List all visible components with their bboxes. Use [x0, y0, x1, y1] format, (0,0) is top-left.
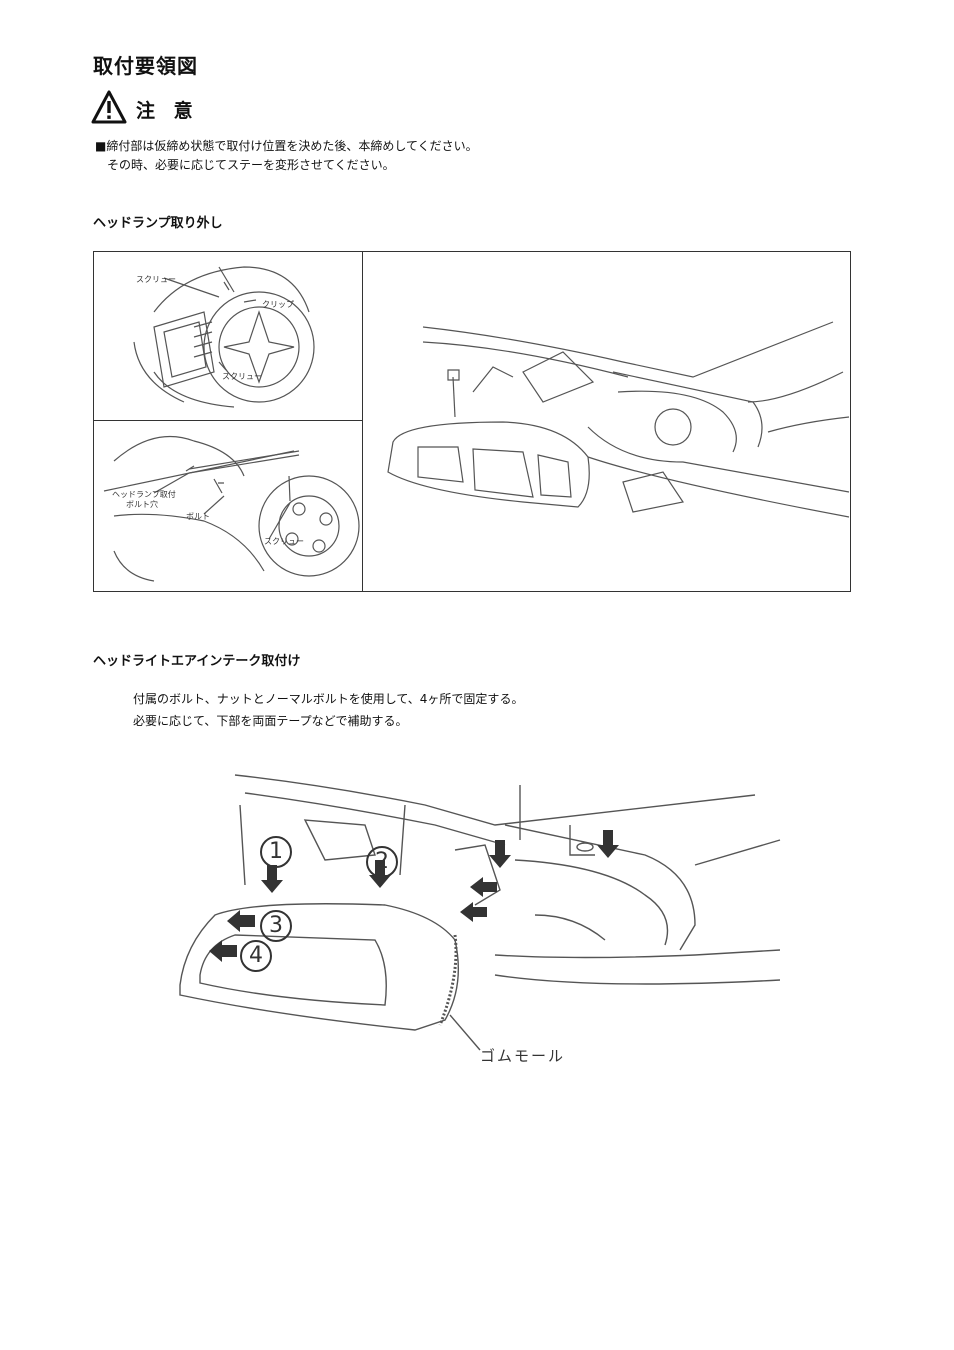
- label-rubber-molding: ゴムモール: [480, 1047, 566, 1065]
- headlamp-removal-illustration: [387, 321, 850, 518]
- diagram-panel-wheel-arch: スクリュー クリップ スクリュー: [93, 251, 364, 422]
- note-line-2: その時、必要に応じてステーを変形させてください。: [107, 158, 395, 172]
- arrow-down-icon-4: [597, 830, 619, 858]
- label-screw-bottom: スクリュー: [222, 372, 262, 381]
- arrow-left-icon-3: [227, 910, 255, 932]
- wheel-arch-illustration: [133, 266, 315, 408]
- arrow-left-icon-b: [460, 902, 487, 922]
- instruction-line-1: 付属のボルト、ナットとノーマルボルトを使用して、4ヶ所で固定する。: [133, 692, 524, 706]
- arrow-left-icon-4: [209, 940, 237, 962]
- label-bolt-hole-line1: ヘッドランプ取付: [112, 490, 176, 499]
- arrow-down-icon-1: [261, 865, 283, 893]
- warning-triangle-icon: [91, 90, 127, 124]
- label-bolt-hole-line2: ボルト穴: [126, 500, 158, 509]
- bolt-hole-illustration: [103, 435, 360, 582]
- arrow-left-icon-a: [470, 877, 497, 897]
- diagram-panel-headlamp-removal: [362, 251, 851, 592]
- instruction-line-2: 必要に応じて、下部を両面テープなどで補助する。: [133, 714, 408, 728]
- caution-label: 注 意: [136, 100, 199, 122]
- note-line-1: ■締付部は仮締め状態で取付け位置を決めた後、本締めしてください。: [95, 139, 478, 153]
- page-title: 取付要領図: [93, 54, 198, 78]
- callout-4: 4: [240, 940, 272, 972]
- callout-3: 3: [260, 910, 292, 942]
- label-screw-top: スクリュー: [136, 275, 176, 284]
- label-bolt: ボルト: [186, 512, 210, 521]
- label-clip: クリップ: [262, 300, 294, 309]
- air-intake-installation-illustration: [179, 774, 781, 1051]
- section-heading-air-intake-install: ヘッドライトエアインテーク取付け: [93, 654, 301, 669]
- callout-2: 2: [366, 846, 398, 878]
- arrow-down-icon-3: [489, 840, 511, 868]
- diagram-panel-bolt-hole: ヘッドランプ取付 ボルト穴 ボルト スクリュー: [93, 420, 364, 592]
- callout-1: 1: [260, 836, 292, 868]
- section-heading-headlamp-removal: ヘッドランプ取り外し: [93, 216, 223, 231]
- label-screw: スクリュー: [264, 537, 304, 546]
